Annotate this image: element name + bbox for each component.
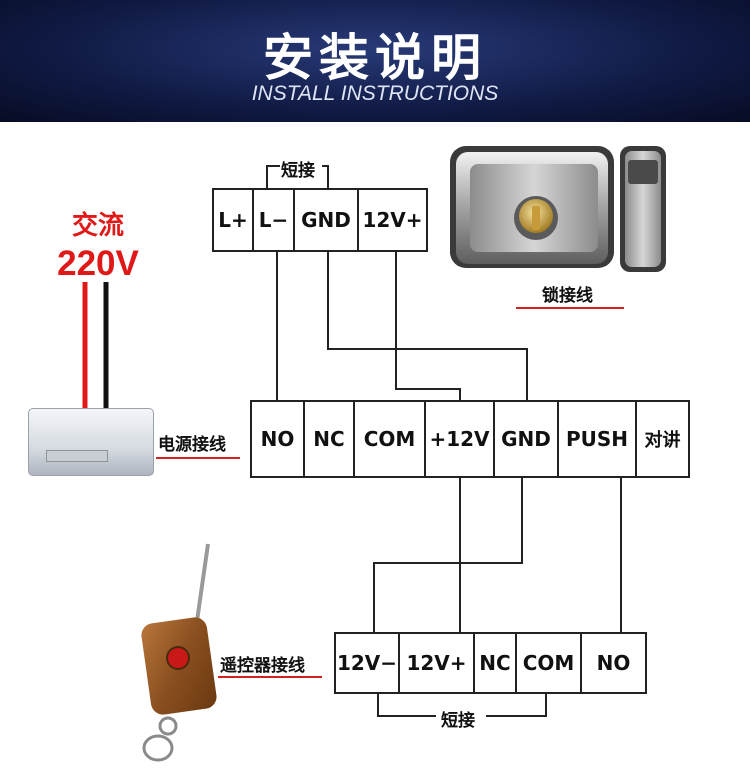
page-title: 安装说明	[263, 29, 487, 87]
ctrl-terminal-plus12v: +12V	[424, 400, 495, 478]
top-short-label: 短接	[281, 161, 315, 181]
bottom-short-bracket-right	[486, 694, 547, 717]
remote-caption-underline	[218, 676, 322, 678]
power-supply-vent	[46, 450, 108, 462]
remote-control-image	[141, 543, 217, 762]
ctrl-terminal-intercom: 对讲	[635, 400, 690, 478]
lock-caption-underline	[516, 307, 624, 309]
bottom-short-label: 短接	[441, 711, 475, 731]
top-terminal-l-plus: L+	[212, 188, 254, 252]
header-banner: 安装说明 INSTALL INSTRUCTIONS	[0, 0, 750, 122]
remote-terminal-com: COM	[515, 632, 582, 694]
power-supply-box	[28, 408, 154, 476]
bottom-short-bracket	[377, 694, 436, 717]
ctrl-terminal-nc: NC	[303, 400, 355, 478]
remote-terminal-12v-minus: 12V−	[334, 632, 400, 694]
top-short-bracket-right	[322, 165, 329, 188]
remote-terminal-12v-plus: 12V+	[398, 632, 475, 694]
ctrl-terminal-push: PUSH	[557, 400, 637, 478]
remote-terminal-no: NO	[580, 632, 647, 694]
lock-caption: 锁接线	[542, 286, 593, 306]
power-supply-caption-underline	[156, 457, 240, 459]
top-terminal-gnd: GND	[293, 188, 359, 252]
ctrl-terminal-no: NO	[250, 400, 305, 478]
ctrl-terminal-gnd: GND	[493, 400, 559, 478]
page-subtitle: INSTALL INSTRUCTIONS	[251, 82, 499, 105]
top-short-bracket	[266, 165, 280, 188]
ac-power-label: 交流 220V	[40, 205, 156, 284]
ac-label-cn: 交流	[71, 211, 124, 241]
top-terminal-l-minus: L−	[252, 188, 295, 252]
power-supply-caption: 电源接线	[158, 435, 226, 455]
wire-gnd-remote	[373, 476, 523, 632]
ctrl-terminal-com: COM	[353, 400, 426, 478]
wire-gnd-gnd	[327, 250, 528, 402]
remote-caption: 遥控器接线	[220, 656, 305, 676]
ac-label-voltage: 220V	[57, 244, 139, 283]
electric-lock-image	[450, 146, 666, 272]
wire-12v-12v	[395, 250, 461, 402]
remote-terminal-nc: NC	[473, 632, 517, 694]
top-terminal-12v-plus: 12V+	[357, 188, 428, 252]
